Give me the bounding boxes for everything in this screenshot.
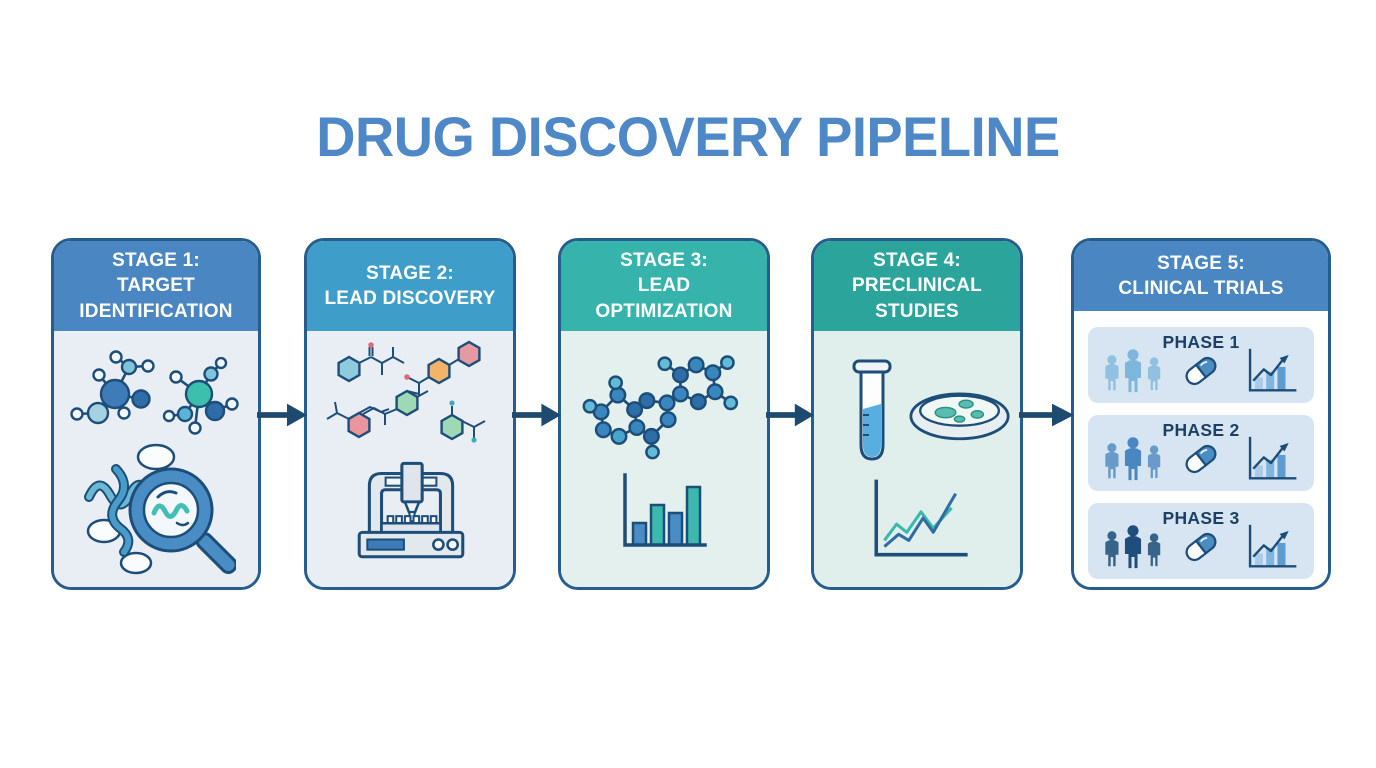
petri-dish-icon [909, 392, 1010, 441]
stage-4-header: STAGE 4: PRECLINICAL STUDIES [814, 241, 1020, 331]
phase-1-label: PHASE 1 [1162, 332, 1240, 352]
stage-card-4: STAGE 4: PRECLINICAL STUDIES [811, 238, 1023, 590]
growth-chart-icon [1248, 524, 1297, 568]
arrow-right-icon [512, 403, 561, 427]
growth-chart-icon [1248, 436, 1297, 480]
phase-3-label: PHASE 3 [1162, 508, 1240, 528]
molecule-icon [162, 357, 239, 435]
stage-1-title: STAGE 1: TARGET IDENTIFICATION [79, 250, 233, 322]
stage-5-body: PHASE 1 P [1074, 311, 1328, 587]
phase-2-label: PHASE 2 [1162, 420, 1240, 440]
test-tube-icon [852, 359, 892, 461]
stage-3-title: STAGE 3: LEAD OPTIMIZATION [595, 250, 733, 322]
protein-magnifier-icon [84, 443, 236, 575]
growth-chart-icon [1248, 348, 1297, 392]
people-group-icon [1105, 525, 1161, 569]
stage-2-title: STAGE 2: LEAD DISCOVERY [324, 262, 496, 309]
stage-card-5: STAGE 5: CLINICAL TRIALS PHASE 1 [1071, 238, 1331, 590]
stage-card-1: STAGE 1: TARGET IDENTIFICATION [51, 238, 261, 590]
molecule-network-icon [582, 355, 739, 460]
screening-machine-icon [357, 461, 465, 559]
stage-5-header: STAGE 5: CLINICAL TRIALS [1074, 241, 1328, 311]
stage-4-title: STAGE 4: PRECLINICAL STUDIES [852, 250, 982, 322]
arrow-right-icon [766, 403, 814, 427]
stage-3-header: STAGE 3: LEAD OPTIMIZATION [561, 241, 767, 331]
chemical-structures-icon [326, 340, 486, 443]
stage-5-title: STAGE 5: CLINICAL TRIALS [1118, 252, 1284, 299]
stage-2-body [307, 331, 513, 587]
capsule-icon [1185, 444, 1217, 474]
capsule-icon [1185, 356, 1217, 386]
stage-1-header: STAGE 1: TARGET IDENTIFICATION [54, 241, 258, 331]
people-group-icon [1105, 437, 1161, 481]
stage-card-3: STAGE 3: LEAD OPTIMIZATION [558, 238, 770, 590]
stage-2-header: STAGE 2: LEAD DISCOVERY [307, 241, 513, 331]
phase-1-row: PHASE 1 [1088, 327, 1314, 403]
molecule-icon [70, 350, 155, 425]
stage-card-2: STAGE 2: LEAD DISCOVERY [304, 238, 516, 590]
capsule-icon [1185, 532, 1217, 562]
line-chart-icon [874, 479, 968, 557]
people-group-icon [1105, 349, 1161, 393]
stage-1-body [54, 331, 258, 587]
arrow-right-icon [257, 403, 307, 427]
page-title: DRUG DISCOVERY PIPELINE [316, 105, 1060, 168]
bar-chart-icon [623, 473, 707, 547]
stage-3-body [561, 331, 767, 587]
arrow-right-icon [1019, 403, 1074, 427]
stage-4-body [814, 331, 1020, 587]
phase-2-row: PHASE 2 [1088, 415, 1314, 491]
phase-3-row: PHASE 3 [1088, 503, 1314, 579]
